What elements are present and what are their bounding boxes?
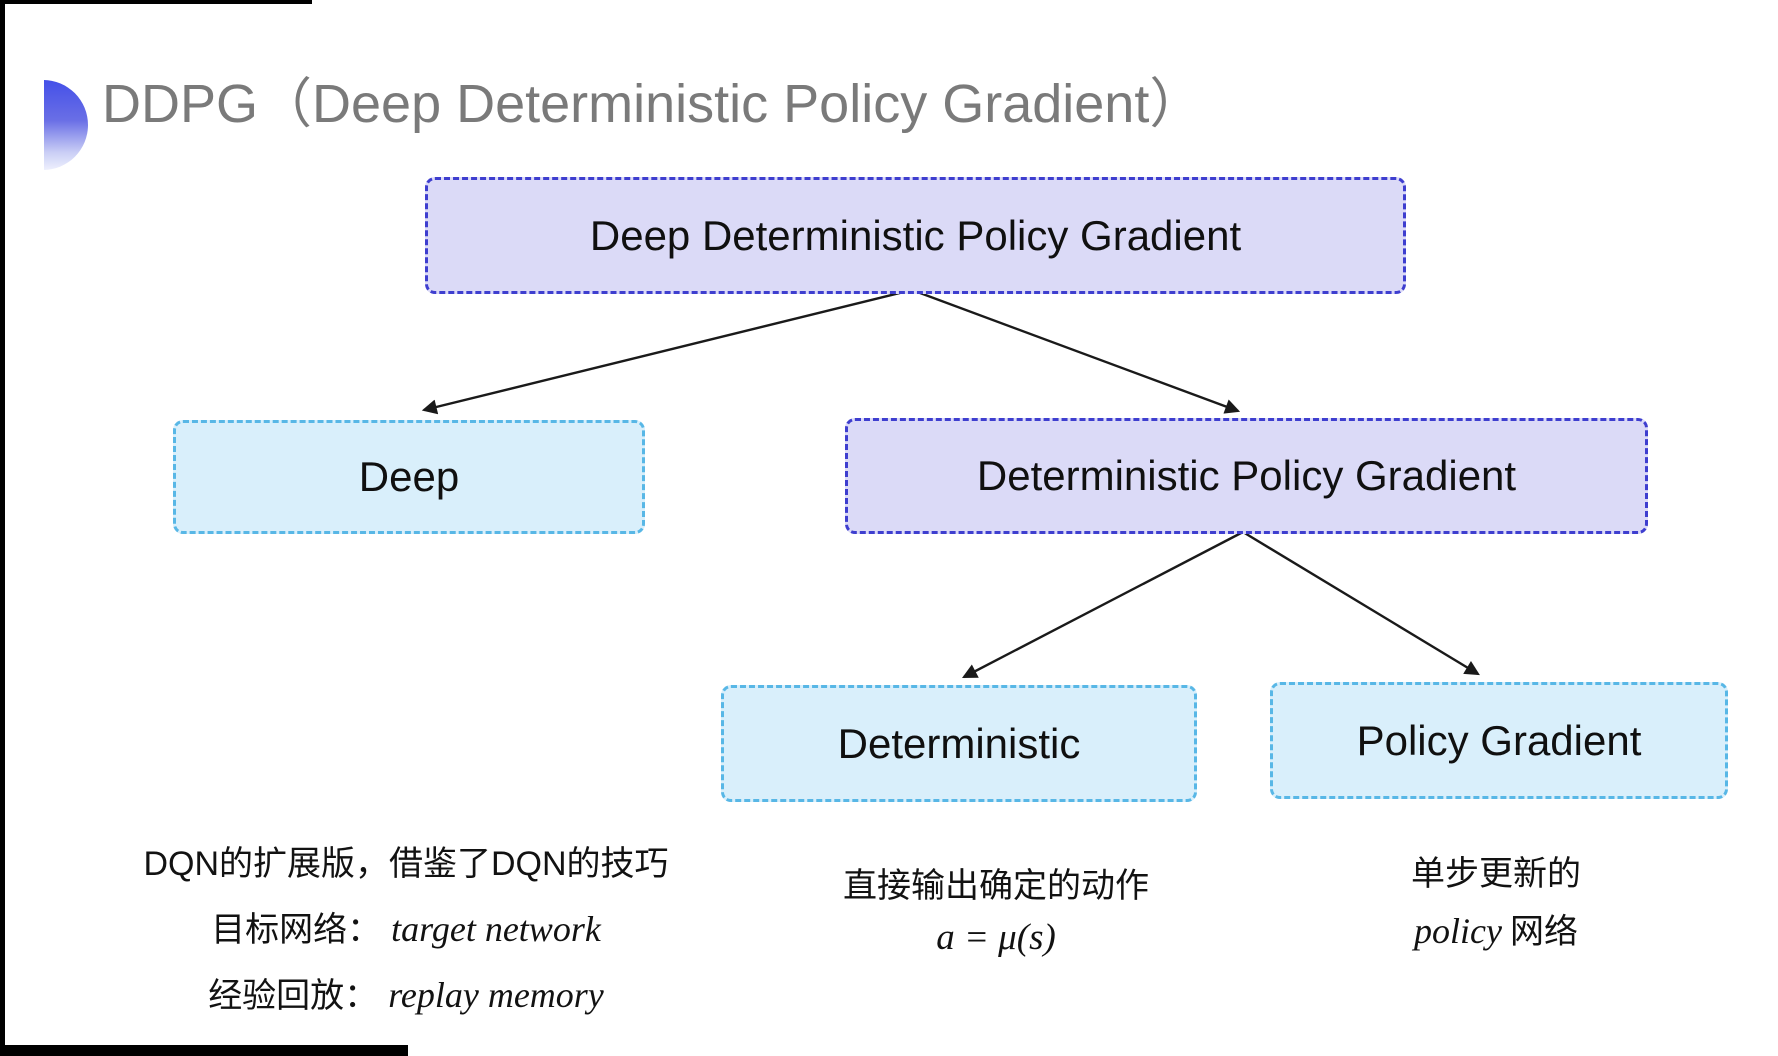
- annotation-label-target-network: 目标网络：: [211, 911, 382, 949]
- title-bullet-gradient: [44, 80, 88, 170]
- annotation-policy-rest: 网络: [1509, 913, 1578, 951]
- node-deep-deterministic-policy-gradient: Deep Deterministic Policy Gradient: [425, 177, 1406, 294]
- annotation-deep-line2: 目标网络：target network: [211, 902, 601, 951]
- node-label: Deep: [358, 453, 460, 500]
- frame-edge-left: [0, 0, 5, 1056]
- arrow-dpg-to-deterministic: [962, 530, 1244, 679]
- node-deterministic-policy-gradient: Deterministic Policy Gradient: [845, 418, 1648, 534]
- title-bullet-icon: [44, 80, 89, 170]
- node-label: Deep Deterministic Policy Gradient: [589, 211, 1242, 259]
- annotation-deterministic-formula: a = μ(s): [936, 917, 1056, 958]
- arrow-root-to-dpg: [911, 288, 1241, 414]
- annotation-deterministic: 直接输出确定的动作 a = μ(s): [790, 858, 1202, 959]
- annotation-value-target-network: target network: [391, 909, 601, 949]
- annotation-value-replay-memory: replay memory: [388, 975, 604, 1015]
- annotation-deep-line1: DQN的扩展版，借鉴了DQN的技巧: [143, 845, 669, 883]
- node-label: Deterministic: [837, 719, 1081, 767]
- page-title: DDPG（Deep Deterministic Policy Gradient）: [102, 74, 1204, 134]
- annotation-label-replay-memory: 经验回放：: [208, 977, 379, 1015]
- node-deep: Deep: [173, 420, 645, 534]
- frame-edge-top: [0, 0, 312, 4]
- annotation-deterministic-line1: 直接输出确定的动作: [843, 867, 1149, 905]
- frame-edge-bottom: [0, 1045, 408, 1056]
- node-label: Deterministic Policy Gradient: [976, 452, 1517, 499]
- arrow-dpg-to-policy-gradient: [1242, 530, 1480, 676]
- annotation-deep: DQN的扩展版，借鉴了DQN的技巧 目标网络：target network 经验…: [100, 836, 712, 1017]
- annotation-deep-line3: 经验回放：replay memory: [208, 968, 604, 1017]
- node-label: Policy Gradient: [1356, 716, 1642, 764]
- node-deterministic: Deterministic: [721, 685, 1197, 802]
- annotation-policy-gradient-line1: 单步更新的: [1411, 855, 1581, 893]
- arrow-root-to-deep: [421, 288, 913, 415]
- node-policy-gradient: Policy Gradient: [1270, 682, 1728, 799]
- annotation-policy-italic: policy: [1414, 911, 1502, 951]
